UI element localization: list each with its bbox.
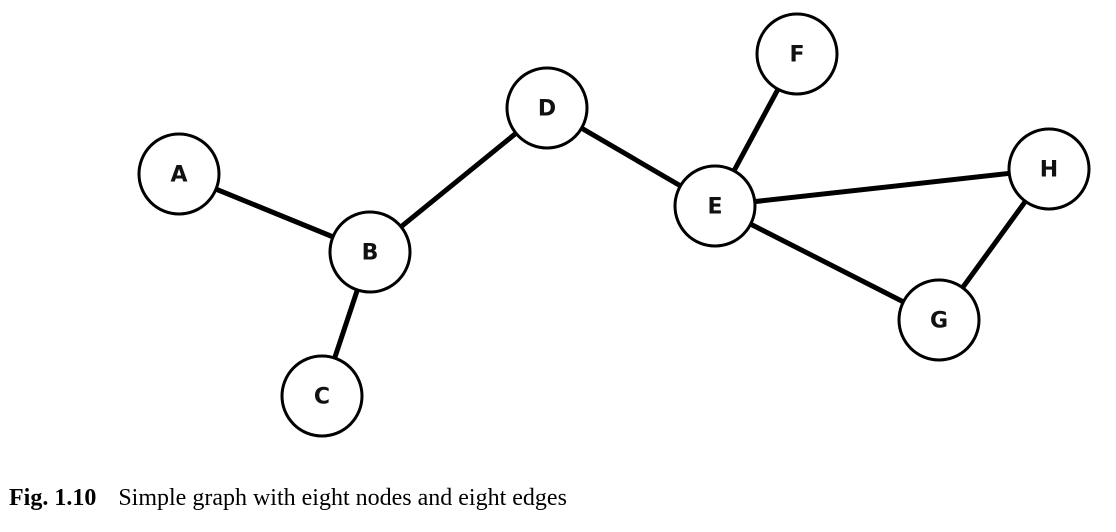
node-b: B	[328, 210, 412, 294]
node-c: C	[280, 354, 364, 438]
node-circle	[505, 66, 589, 150]
node-label: F	[789, 43, 804, 68]
edge-e-g	[712, 203, 942, 323]
node-a: A	[137, 132, 221, 216]
node-f: F	[755, 12, 839, 96]
node-label: D	[538, 97, 556, 122]
graph-diagram: A B C D E F G H	[137, 12, 1091, 438]
node-label: H	[1040, 158, 1058, 183]
node-circle	[1007, 127, 1091, 211]
node-h: H	[1007, 127, 1091, 211]
node-circle	[137, 132, 221, 216]
node-label: A	[170, 163, 187, 188]
node-label: B	[362, 241, 379, 266]
figure-label: Fig. 1.10	[9, 485, 97, 511]
node-d: D	[505, 66, 589, 150]
edge-e-h	[712, 166, 1052, 209]
nodes-layer: A B C D E F G H	[137, 12, 1091, 438]
figure-caption-text: Simple graph with eight nodes and eight …	[118, 485, 567, 511]
node-g: G	[897, 278, 981, 362]
figure-caption: Fig. 1.10 Simple graph with eight nodes a…	[9, 485, 567, 512]
node-label: G	[930, 309, 948, 334]
node-circle	[280, 354, 364, 438]
node-circle	[673, 164, 757, 248]
node-circle	[755, 12, 839, 96]
node-circle	[328, 210, 412, 294]
node-label: C	[314, 385, 330, 410]
node-e: E	[673, 164, 757, 248]
node-circle	[897, 278, 981, 362]
node-label: E	[707, 195, 722, 220]
